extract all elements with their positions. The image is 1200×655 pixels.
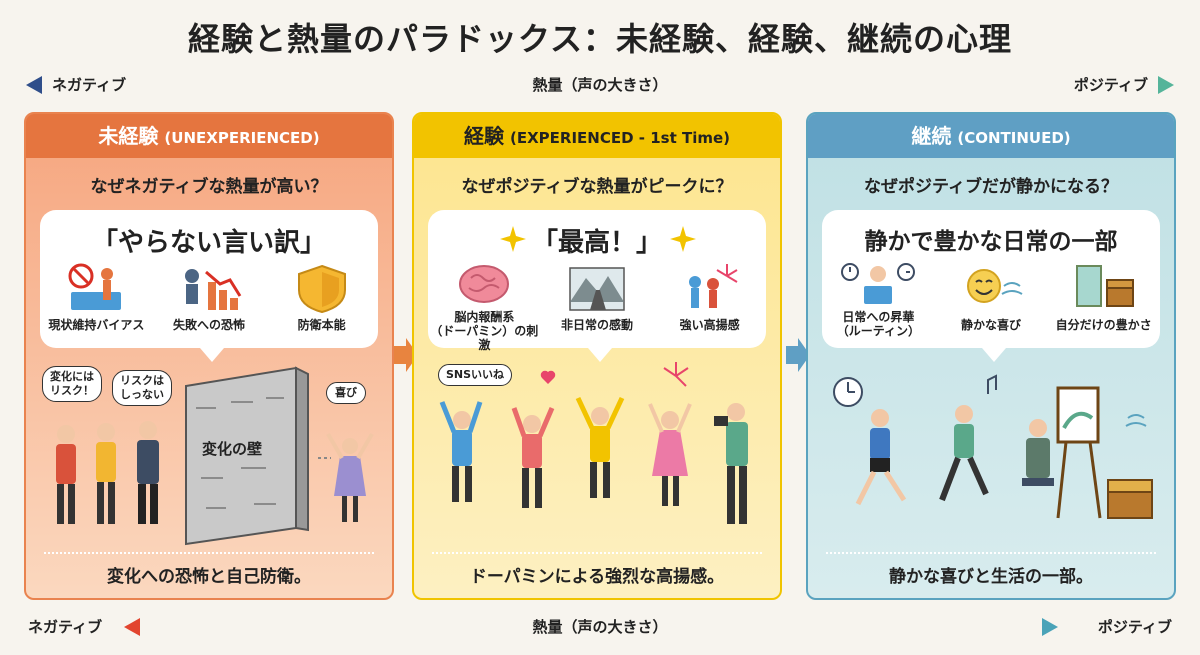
divider [44,552,374,554]
axis-top-negative-label: ネガティブ [44,74,135,95]
axis-bottom-center-label: 熱量（声の大きさ） [522,618,678,636]
bubble-title: 「やらない言い訳」 [91,228,326,258]
panel-subtitle: (EXPERIENCED - 1st Time) [509,129,730,147]
sparkle-icon [670,226,696,252]
axis-top-positive-label: ポジティブ [1065,74,1156,95]
speech-risk-2: リスクは しっない [112,370,172,406]
flow-arrow-icon [786,338,810,372]
page-title: 経験と熱量のパラドックス：未経験、経験、継続の心理 [187,20,1013,58]
icon-caption: 自分だけの豊かさ [1055,318,1152,332]
sparkle-icon [500,226,526,252]
wall-label: 変化の壁 [202,440,263,458]
joy-label: 喜び [326,382,366,404]
icon-caption: 非日常の感動 [560,318,633,332]
bubble-title: 静かで豊かな日常の一部 [864,229,1118,255]
panel-conclusion: ドーパミンによる強烈な高揚感。 [469,567,725,587]
divider [826,552,1156,554]
panel-question: なぜネガティブな熱量が高い？ [90,177,328,197]
icon-caption-sub: （ルーティン） [836,324,920,338]
speech-bubble: 「最高！」 脳内報酬系（ドーパミン）の刺激 非日常の感動 [428,210,766,362]
scene-celebration: SNSいいね [414,358,780,548]
panel-conclusion: 変化への恐怖と自己防衛。 [107,567,311,587]
icon-caption: 失敗への恐怖 [172,318,245,332]
panel-title: 経験 [463,124,504,148]
panel-experienced: 経験 (EXPERIENCED - 1st Time) なぜポジティブな熱量がピー… [412,112,782,600]
scene-daily-life [808,358,1174,548]
panel-title: 未経験 [98,124,159,148]
shield-icon [297,264,346,314]
icon-caption: 脳内報酬系 [454,310,515,324]
panel-title: 継続 [911,124,952,148]
panel-unexperienced: 未経験 (UNEXPERIENCED) なぜネガティブな熱量が高い？ 「やらない言… [24,112,394,600]
icon-caption-sub: （ドーパミン）の刺激 [430,324,539,352]
reading-clock-icon [841,263,916,304]
treasure-icon [1075,265,1134,307]
wall-illustration [56,366,374,546]
mountain-road-icon [569,267,625,311]
panel-subtitle: (UNEXPERIENCED) [164,129,320,147]
celebration-illustration [439,362,748,524]
icon-caption: 現状維持バイアス [48,318,145,332]
panel-question: なぜポジティブだが静かになる？ [864,177,1118,197]
axis-bottom-negative-label: ネガティブ [20,616,111,637]
panel-subtitle: (CONTINUED) [957,129,1071,147]
divider [432,552,762,554]
icon-caption: 防衛本能 [297,318,346,332]
panel-conclusion: 静かな喜びと生活の一部。 [889,567,1093,587]
icon-caption: 強い高揚感 [679,318,740,332]
daily-life-illustration [833,374,1153,519]
scene-wall: 変化には リスク！ リスクは しっない 変化の壁 喜び [26,358,392,548]
axis-bottom: ネガティブ 熱量（声の大きさ） ポジティブ [0,614,1200,640]
axis-bottom-positive-label: ポジティブ [1089,616,1180,637]
fireworks-icon [688,264,738,308]
icon-caption: 静かな喜び [960,318,1021,332]
falling-chart-icon [184,269,242,310]
speech-risk-1: 変化には リスク！ [42,366,102,402]
panel-continued: 継続 (CONTINUED) なぜポジティブだが静かになる？ 静かで豊かな日常の一… [806,112,1176,600]
bubble-title: 「最高！」 [531,228,662,258]
panel-question: なぜポジティブな熱量がピークに？ [461,177,733,197]
axis-top-center-label: 熱量（声の大きさ） [522,76,678,94]
icon-caption: 日常への昇華 [842,310,915,324]
speech-bubble: 静かで豊かな日常の一部 日常への昇華（ルーティン） 静かな喜び [822,210,1160,362]
brain-icon [459,265,510,303]
sns-like-label: SNSいいね [438,364,512,386]
speech-bubble: 「やらない言い訳」 現状維持バイアス 失敗への恐怖 [40,210,378,362]
axis-top: ネガティブ 熱量（声の大きさ） ポジティブ [0,72,1200,98]
smile-icon [966,269,1023,303]
no-swimming-icon [68,263,122,310]
